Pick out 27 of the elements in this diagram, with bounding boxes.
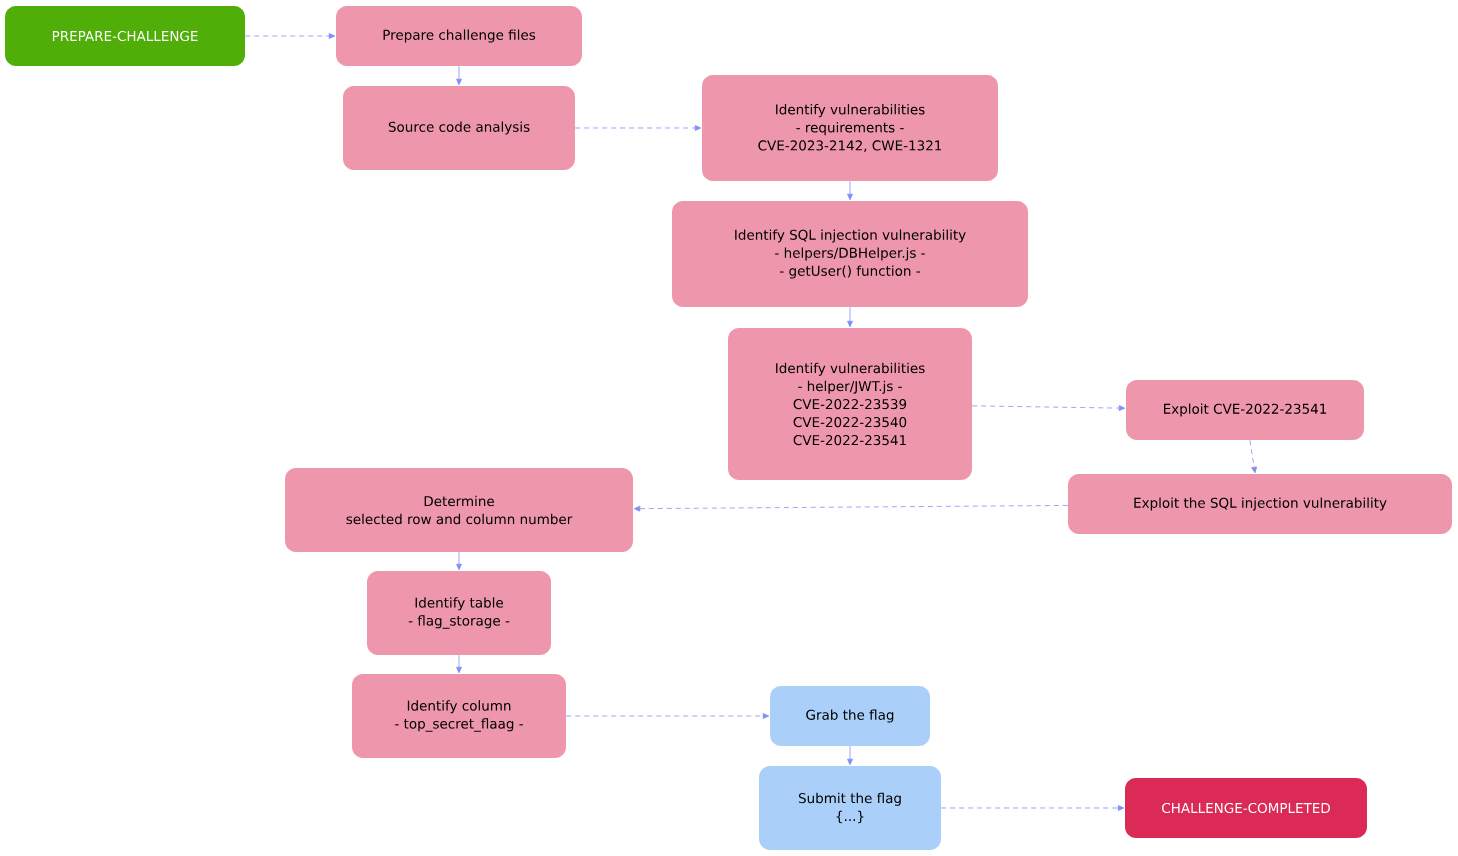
arrow	[456, 551, 462, 571]
process-box: Exploit CVE-2022-23541	[1126, 380, 1364, 440]
process-box: Identify SQL injection vulnerability - helpers/DBHelper.js - - getUser() function -	[672, 201, 1028, 307]
arrow	[940, 805, 1125, 811]
arrow	[847, 745, 853, 766]
arrow	[633, 505, 1069, 512]
process-box: Identify vulnerabilities - helper/JWT.js - CVE-2022-23539 CVE-2022-23540 CVE-2022-23541	[728, 328, 972, 480]
process-box: Source code analysis	[343, 86, 575, 170]
arrow	[456, 65, 462, 86]
arrow	[244, 33, 336, 39]
process-box: Exploit the SQL injection vulnerability	[1068, 474, 1452, 534]
process-box: Identify column - top_secret_flaag -	[352, 674, 566, 758]
process-box: Prepare challenge files	[336, 6, 582, 66]
arrow	[574, 125, 702, 131]
arrow	[847, 180, 853, 201]
arrow	[971, 405, 1126, 411]
process-box: Submit the flag {...}	[759, 766, 941, 850]
process-box: Determine selected row and column number	[285, 468, 633, 552]
process-box: Identify table - flag_storage -	[367, 571, 551, 655]
arrow	[847, 306, 853, 328]
arrow	[456, 654, 462, 674]
terminal-box: CHALLENGE-COMPLETED	[1125, 778, 1367, 838]
arrow	[1249, 439, 1257, 474]
terminal-box: PREPARE-CHALLENGE	[5, 6, 245, 66]
arrow	[565, 713, 770, 719]
process-box: Grab the flag	[770, 686, 930, 746]
process-box: Identify vulnerabilities - requirements - CVE-2023-2142, CWE-1321	[702, 75, 998, 181]
